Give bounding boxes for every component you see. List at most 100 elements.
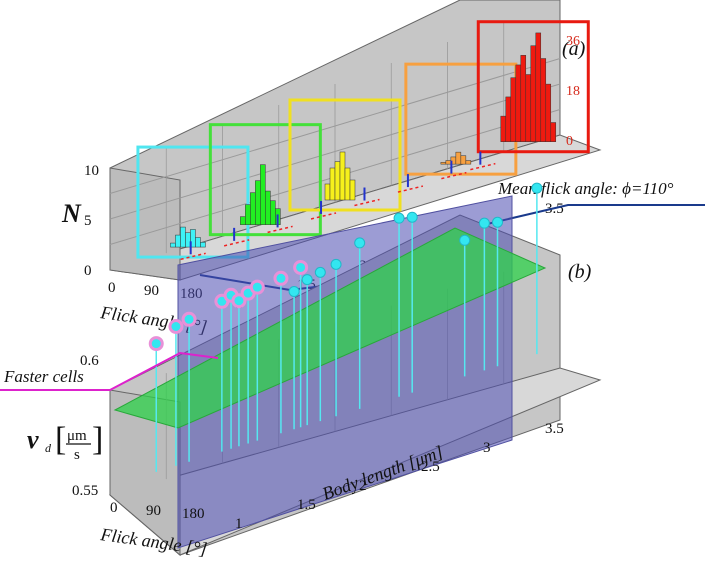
cell-point xyxy=(459,234,471,246)
panel-b-label: (b) xyxy=(568,261,592,283)
histogram-bar xyxy=(324,183,331,201)
y-tick-label: 1.5 xyxy=(297,497,316,513)
panel-a-label: (a) xyxy=(562,38,586,60)
histogram-bar xyxy=(500,115,507,142)
panel-b-z-label: v d [ μm s ] xyxy=(27,421,103,463)
z-tick-label: 0.55 xyxy=(72,483,98,499)
histogram-bar xyxy=(545,83,552,142)
histogram-bar xyxy=(175,234,181,248)
panel-b-ticks: 0.55 0.6 0 90 180 1 1.5 2 2.5 3 3.5 xyxy=(72,353,564,532)
cell-point xyxy=(288,286,300,298)
histogram-bar xyxy=(185,232,191,248)
vd-main: v xyxy=(27,425,39,454)
cell-point xyxy=(301,274,313,286)
cell-point xyxy=(531,182,543,194)
z-tick-label: 0.6 xyxy=(80,353,99,369)
cell-point xyxy=(354,237,366,249)
histogram-bar xyxy=(460,155,467,165)
panel-a-side-wall xyxy=(109,167,181,281)
mean-marker-dashes xyxy=(441,171,467,180)
histogram-bar xyxy=(440,162,447,165)
vd-bracket-right: ] xyxy=(92,421,103,458)
histogram-bar xyxy=(240,216,246,225)
panel-b-points xyxy=(148,182,543,352)
x-tick-label: 0 xyxy=(108,280,116,296)
histogram-bar xyxy=(540,58,547,142)
faster-cell-point xyxy=(148,336,164,352)
histogram-bar xyxy=(535,32,542,142)
highlight-frame xyxy=(288,98,402,212)
panel-a-mean-markers xyxy=(180,151,496,261)
grid-line xyxy=(109,83,561,220)
histogram-bar xyxy=(520,55,527,142)
histogram-bar xyxy=(329,167,336,201)
inset-tick-label: 0 xyxy=(566,134,573,149)
faster-cell-point xyxy=(249,279,265,295)
y-tick-label: 2.5 xyxy=(421,459,440,475)
histogram-bar xyxy=(334,161,341,201)
mean-marker-dashes xyxy=(470,162,496,171)
cell-point xyxy=(478,217,490,229)
faster-cells-annotation: Faster cells xyxy=(0,351,219,391)
x-tick-label: 90 xyxy=(146,503,161,519)
mean-marker-dashes xyxy=(223,239,250,247)
inset-tick-label: 36 xyxy=(566,34,580,49)
vd-unit-num: μm xyxy=(67,428,87,444)
histogram-bar xyxy=(200,242,206,248)
histogram-bar xyxy=(525,74,532,142)
z-tick-label: 0 xyxy=(84,263,92,279)
histogram-bar xyxy=(250,192,256,225)
mean-marker-dashes xyxy=(267,225,293,234)
y-tick-label: 1 xyxy=(235,516,243,532)
faster-cell-point xyxy=(293,259,309,275)
cell-point xyxy=(314,266,326,278)
mean-flick-label: Mean flick angle: ϕ=110° xyxy=(497,179,674,198)
y-tick-label: 2 xyxy=(359,478,367,494)
mean-marker-dashes xyxy=(354,198,380,207)
histogram-bar xyxy=(550,122,557,142)
histogram-bar xyxy=(245,204,251,225)
y-tick-label: 3.5 xyxy=(545,421,564,437)
histogram-bar xyxy=(265,190,271,225)
x-tick-label: 0 xyxy=(110,500,118,516)
histogram-bar xyxy=(260,164,266,225)
z-tick-label: 10 xyxy=(84,163,99,179)
cell-point xyxy=(406,211,418,223)
histogram-bar xyxy=(349,179,356,201)
histogram-bar xyxy=(515,64,522,142)
histogram-bar xyxy=(510,77,517,142)
histogram-bar xyxy=(255,180,261,225)
cell-point xyxy=(492,216,503,228)
vd-bracket-left: [ xyxy=(55,421,66,458)
inset-tick-label: 18 xyxy=(566,84,580,99)
faster-cell-point xyxy=(168,318,184,334)
vd-unit-den: s xyxy=(74,447,80,463)
x-tick-label: 90 xyxy=(144,283,159,299)
histogram-bar xyxy=(465,160,472,165)
histogram-bar xyxy=(455,151,462,165)
panel-b-stems xyxy=(155,188,538,472)
vd-sub: d xyxy=(45,441,52,455)
histogram-bar xyxy=(344,167,351,201)
panel-a-z-label: N xyxy=(61,199,82,228)
faster-cell-point xyxy=(273,270,289,286)
histogram-bar xyxy=(530,45,537,142)
faster-cells-leader xyxy=(0,351,219,391)
mean-marker-dashes xyxy=(397,185,424,193)
histogram-bar xyxy=(445,160,452,165)
histogram-bar xyxy=(270,200,276,225)
histogram-bar xyxy=(505,96,512,142)
faster-cell-point xyxy=(181,311,197,327)
grid-line xyxy=(109,58,561,194)
cell-point xyxy=(330,258,342,270)
y-tick-label: 3 xyxy=(483,440,491,456)
x-tick-label: 180 xyxy=(182,506,205,522)
highlight-frame xyxy=(476,20,590,154)
histogram-bar xyxy=(195,237,201,248)
cell-point xyxy=(393,212,405,224)
highlight-frame xyxy=(208,123,322,237)
mean-marker-dashes xyxy=(310,212,337,220)
histogram-bar xyxy=(170,242,176,248)
